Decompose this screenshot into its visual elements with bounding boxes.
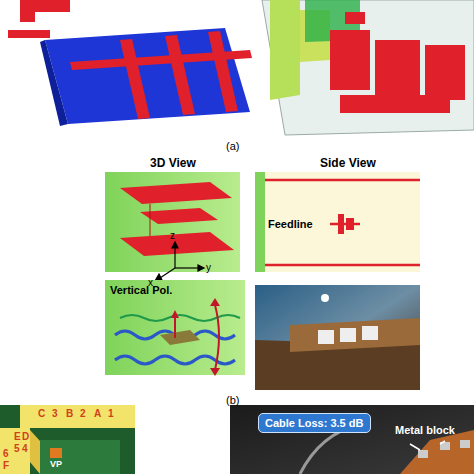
antenna-render-a-left (8, 0, 252, 126)
element-label: D (22, 431, 29, 442)
antenna-side-view (255, 172, 420, 272)
radiation-pattern (105, 280, 245, 376)
element-label: 4 (22, 443, 28, 454)
element-label: 6 (3, 448, 9, 459)
prototype-photo (255, 285, 420, 390)
callout-box: Cable Loss: 3.5 dB (258, 413, 371, 433)
annotation-text: Metal block (395, 424, 455, 436)
annotation-text: VP (50, 460, 62, 470)
annotation-text: 3D View (150, 157, 196, 170)
annotation-text: Feedline (268, 218, 313, 230)
measurement-photo (230, 405, 474, 474)
element-label: A (94, 408, 101, 419)
annotation-text: z (170, 230, 175, 241)
panel-label: (b) (226, 394, 239, 406)
panel-label: (a) (226, 140, 239, 152)
annotation-text: Side View (320, 157, 376, 170)
annotation-text: y (206, 262, 211, 273)
element-label: F (3, 460, 9, 471)
element-label: B (66, 408, 73, 419)
phased-array-board (0, 405, 135, 474)
antenna-3d-view (105, 172, 240, 272)
element-label: 2 (80, 408, 86, 419)
antenna-render-a-right (262, 0, 474, 135)
element-label: C (38, 408, 45, 419)
element-label: 3 (52, 408, 58, 419)
element-label: 1 (108, 408, 114, 419)
callout-text: Cable Loss: 3.5 dB (265, 417, 364, 429)
element-label: 5 (14, 443, 20, 454)
element-label: E (14, 431, 21, 442)
annotation-text: Vertical Pol. (110, 284, 172, 296)
axis-triad (155, 242, 204, 281)
